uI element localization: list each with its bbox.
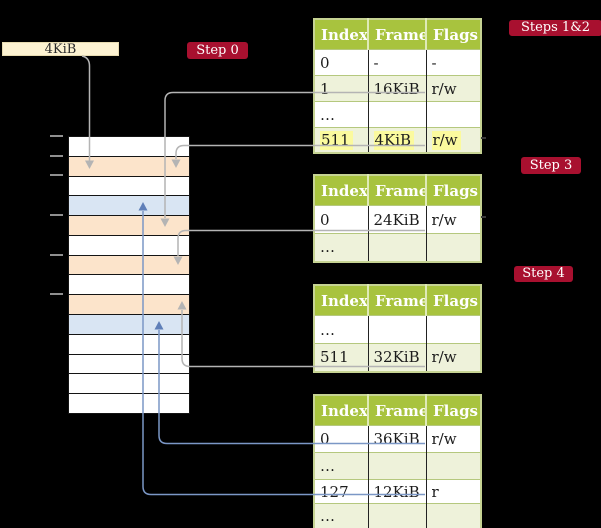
memory-tick bbox=[50, 174, 63, 176]
highlight: 511 bbox=[320, 130, 353, 150]
cell-frame bbox=[368, 503, 427, 528]
memory-tick bbox=[50, 214, 63, 216]
cell-flags: r/w bbox=[426, 343, 481, 372]
cell-frame: 16KiB bbox=[368, 75, 427, 102]
cell-flags bbox=[426, 233, 481, 262]
column-header-frame: Frame bbox=[368, 285, 427, 316]
table-row: 0 36KiB r/w bbox=[314, 425, 481, 453]
table-row: 511 32KiB r/w bbox=[314, 343, 481, 372]
cell-frame bbox=[368, 101, 427, 128]
memory-column bbox=[68, 136, 190, 414]
table-row: … bbox=[314, 101, 481, 128]
cell-frame: 12KiB bbox=[368, 479, 427, 504]
memory-row-white bbox=[69, 354, 189, 375]
cell-flags bbox=[426, 503, 481, 528]
page-table-step-3: Index Frame Flags 0 24KiB r/w … bbox=[313, 174, 482, 263]
highlight: 4KiB bbox=[373, 130, 415, 150]
column-header-index: Index bbox=[314, 19, 369, 50]
cell-flags bbox=[426, 101, 481, 128]
column-header-frame: Frame bbox=[368, 19, 427, 50]
cell-index: 0 bbox=[314, 205, 369, 234]
table-row-highlighted: 511 4KiB r/w bbox=[314, 127, 481, 153]
page-table-step-4-lower: Index Frame Flags 0 36KiB r/w … 127 12Ki… bbox=[313, 394, 482, 528]
steps-1-2-badge: Steps 1&2 bbox=[509, 20, 601, 36]
memory-row-white bbox=[69, 334, 189, 355]
column-header-flags: Flags bbox=[426, 19, 481, 50]
page-table-step-4-upper: Index Frame Flags … 511 32KiB r/w bbox=[313, 284, 482, 373]
page-size-label: 4KiB bbox=[2, 42, 119, 56]
cell-frame bbox=[368, 315, 427, 344]
table-row: … bbox=[314, 503, 481, 528]
memory-row-orange bbox=[69, 255, 189, 276]
cell-flags bbox=[426, 315, 481, 344]
cell-flags: r/w bbox=[426, 425, 481, 453]
cell-frame: 4KiB bbox=[368, 127, 427, 153]
cell-flags: - bbox=[426, 49, 481, 76]
memory-row-blue bbox=[69, 196, 189, 217]
cell-index: 127 bbox=[314, 479, 369, 504]
memory-row-white bbox=[69, 235, 189, 256]
column-header-frame: Frame bbox=[368, 395, 427, 426]
cell-flags bbox=[426, 452, 481, 480]
cell-frame: - bbox=[368, 49, 427, 76]
page-table-steps-1-2: Index Frame Flags 0 - - 1 16KiB r/w … 51… bbox=[313, 18, 482, 154]
column-header-flags: Flags bbox=[426, 285, 481, 316]
memory-row-orange bbox=[69, 295, 189, 316]
memory-row-white bbox=[69, 176, 189, 197]
cell-flags: r/w bbox=[426, 205, 481, 234]
step-3-badge: Step 3 bbox=[521, 157, 581, 174]
memory-row-white bbox=[69, 275, 189, 296]
table-header-row: Index Frame Flags bbox=[314, 19, 481, 50]
row-marker bbox=[481, 137, 486, 139]
cell-index: … bbox=[314, 233, 369, 262]
cell-frame: 36KiB bbox=[368, 425, 427, 453]
table-row: … bbox=[314, 315, 481, 344]
column-header-index: Index bbox=[314, 395, 369, 426]
column-header-flags: Flags bbox=[426, 395, 481, 426]
column-header-flags: Flags bbox=[426, 175, 481, 206]
cell-index: … bbox=[314, 315, 369, 344]
table-row: 127 12KiB r bbox=[314, 479, 481, 504]
step-4-badge: Step 4 bbox=[514, 266, 573, 282]
cell-index: … bbox=[314, 101, 369, 128]
memory-tick bbox=[50, 155, 63, 157]
cell-flags: r/w bbox=[426, 127, 481, 153]
memory-row-white bbox=[69, 374, 189, 395]
memory-row-blue bbox=[69, 315, 189, 335]
cell-index: … bbox=[314, 503, 369, 528]
highlight: r/w bbox=[431, 130, 461, 150]
column-header-frame: Frame bbox=[368, 175, 427, 206]
memory-row-orange bbox=[69, 156, 189, 177]
cell-frame bbox=[368, 452, 427, 480]
table-row: 0 - - bbox=[314, 49, 481, 76]
table-header-row: Index Frame Flags bbox=[314, 175, 481, 206]
memory-row-white bbox=[69, 137, 189, 157]
memory-row-orange bbox=[69, 216, 189, 236]
row-marker bbox=[481, 216, 486, 218]
cell-index: … bbox=[314, 452, 369, 480]
cell-index: 1 bbox=[314, 75, 369, 102]
cell-index: 511 bbox=[314, 127, 369, 153]
cell-frame: 32KiB bbox=[368, 343, 427, 372]
cell-frame bbox=[368, 233, 427, 262]
memory-tick bbox=[50, 135, 63, 137]
table-header-row: Index Frame Flags bbox=[314, 395, 481, 426]
table-row: … bbox=[314, 452, 481, 480]
column-header-index: Index bbox=[314, 285, 369, 316]
table-row: 0 24KiB r/w bbox=[314, 205, 481, 234]
column-header-index: Index bbox=[314, 175, 369, 206]
cell-index: 0 bbox=[314, 49, 369, 76]
memory-tick bbox=[50, 254, 63, 256]
table-row: … bbox=[314, 233, 481, 262]
cell-flags: r/w bbox=[426, 75, 481, 102]
cell-index: 0 bbox=[314, 425, 369, 453]
step-0-badge: Step 0 bbox=[187, 42, 248, 59]
cell-frame: 24KiB bbox=[368, 205, 427, 234]
memory-row-white bbox=[69, 394, 189, 413]
table-header-row: Index Frame Flags bbox=[314, 285, 481, 316]
cell-flags: r bbox=[426, 479, 481, 504]
table-row: 1 16KiB r/w bbox=[314, 75, 481, 102]
cell-index: 511 bbox=[314, 343, 369, 372]
memory-tick bbox=[50, 293, 63, 295]
